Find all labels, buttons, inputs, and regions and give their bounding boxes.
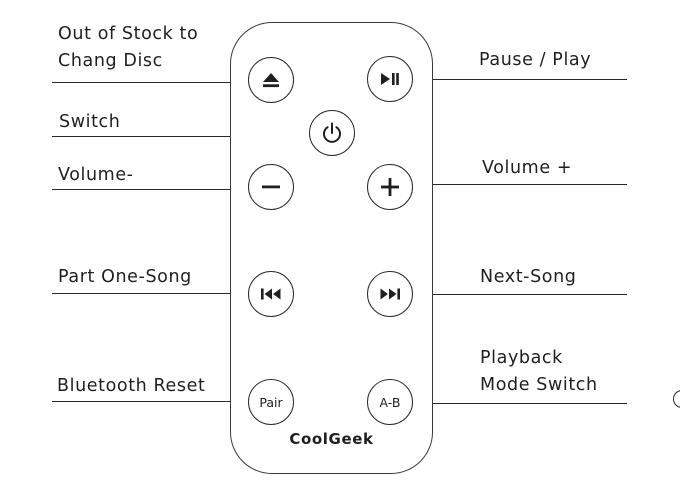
label-eject: Out of Stock to Chang Disc [58,24,199,71]
next-icon [380,288,400,300]
label-bluetooth-reset: Bluetooth Reset [57,376,206,396]
leader-line-eject [52,82,248,84]
plus-icon [381,178,399,196]
power-button[interactable] [309,110,355,156]
ab-button-label: A-B [379,394,401,410]
play-pause-icon [381,73,399,85]
label-playback-mode: Playback Mode Switch [480,348,598,395]
label-switch: Switch [59,112,121,132]
leader-line-pair [52,401,248,403]
partial-edge-shape [673,390,680,408]
next-song-button[interactable] [367,271,413,317]
label-pause-play: Pause / Play [479,50,592,70]
eject-icon [263,73,279,88]
volume-up-button[interactable] [367,164,413,210]
label-volume-down: Volume- [58,165,134,185]
brand-logo-text: CoolGeek [289,430,374,448]
ab-button[interactable]: A-B [367,379,413,425]
power-icon [323,122,341,143]
eject-button[interactable] [248,57,294,103]
leader-line-volume-up [413,184,627,186]
label-previous-song: Part One-Song [58,267,192,287]
minus-icon [262,185,280,189]
pause-play-button[interactable] [367,56,413,102]
volume-down-button[interactable] [248,164,294,210]
leader-line-ab [413,403,627,405]
label-next-song: Next-Song [480,267,577,287]
label-volume-up: Volume + [482,158,573,178]
leader-line-previous [52,293,248,295]
leader-line-next [413,294,627,296]
previous-icon [261,288,281,300]
leader-line-switch [52,136,308,138]
previous-song-button[interactable] [248,271,294,317]
pair-button-label: Pair [259,394,283,410]
pair-button[interactable]: Pair [248,379,294,425]
leader-line-volume-down [52,189,248,191]
leader-line-pause-play [413,79,627,81]
